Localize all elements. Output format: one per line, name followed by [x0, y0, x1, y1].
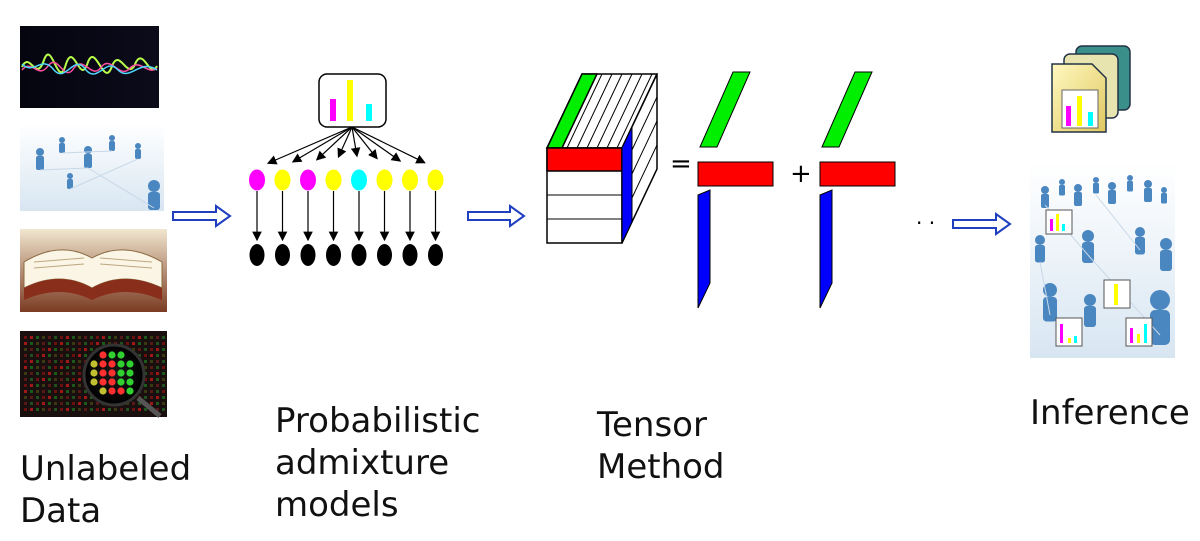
label-tensor-method: Tensor Method	[597, 405, 725, 487]
topic-node-5	[351, 169, 367, 191]
edge-box-to-topic-1	[266, 126, 353, 165]
flow-arrow-3	[952, 212, 1012, 236]
word-node-1	[249, 244, 265, 266]
edge-box-to-topic-5	[350, 126, 361, 158]
tensor-red-slice	[546, 147, 623, 172]
audio-waveform-image	[20, 26, 159, 108]
flow-arrow-1	[172, 204, 232, 228]
edge-box-to-topic-8	[351, 126, 426, 164]
ellipsis: · ·	[916, 211, 935, 235]
proportion-bar-cyan	[366, 104, 372, 121]
word-node-4	[326, 244, 341, 266]
label-inference: Inference	[1030, 393, 1190, 433]
topic-node-7	[402, 169, 418, 191]
topic-node-6	[376, 169, 393, 191]
edge-box-to-topic-6	[351, 126, 378, 160]
node-topic-chart-3	[1055, 317, 1083, 347]
people-network-image	[1030, 163, 1175, 358]
node-topic-chart-2	[1103, 279, 1131, 309]
topic-node-8	[427, 169, 444, 191]
edge-box-to-topic-4	[337, 126, 353, 159]
documents-stack-icon	[1051, 45, 1131, 133]
edge-box-to-topic-3	[315, 126, 353, 161]
flow-arrow-2	[467, 204, 526, 228]
rank-one-component-1	[697, 71, 774, 309]
node-topic-chart-4	[1125, 317, 1153, 347]
rank-one-component-2	[819, 71, 896, 309]
social-network-image	[20, 123, 164, 211]
word-node-7	[402, 244, 418, 266]
word-node-8	[428, 244, 443, 266]
microarray-image	[20, 331, 167, 418]
edge-box-to-topic-2	[291, 126, 353, 163]
admixture-model-graph	[249, 73, 444, 266]
word-node-3	[300, 244, 316, 266]
proportion-bar-magenta	[330, 99, 336, 121]
word-node-2	[275, 244, 290, 266]
word-node-5	[351, 244, 367, 266]
label-admixture-models: Probabilistic admixture models	[275, 401, 481, 525]
tensor-blue-slice	[621, 126, 633, 244]
tensor-cube	[545, 73, 659, 244]
plus-sign: +	[790, 159, 812, 189]
proportion-bar-yellow	[347, 80, 353, 121]
equals-sign: =	[670, 149, 692, 179]
word-node-6	[377, 244, 392, 266]
topic-node-4	[325, 169, 342, 191]
open-books-image	[20, 229, 167, 312]
node-topic-chart-1	[1045, 209, 1073, 235]
topic-node-3	[300, 169, 316, 191]
edge-box-to-topic-7	[351, 126, 402, 162]
topic-node-2	[274, 169, 291, 191]
label-unlabeled-data: Unlabeled Data	[20, 449, 192, 531]
topic-node-1	[249, 169, 265, 191]
